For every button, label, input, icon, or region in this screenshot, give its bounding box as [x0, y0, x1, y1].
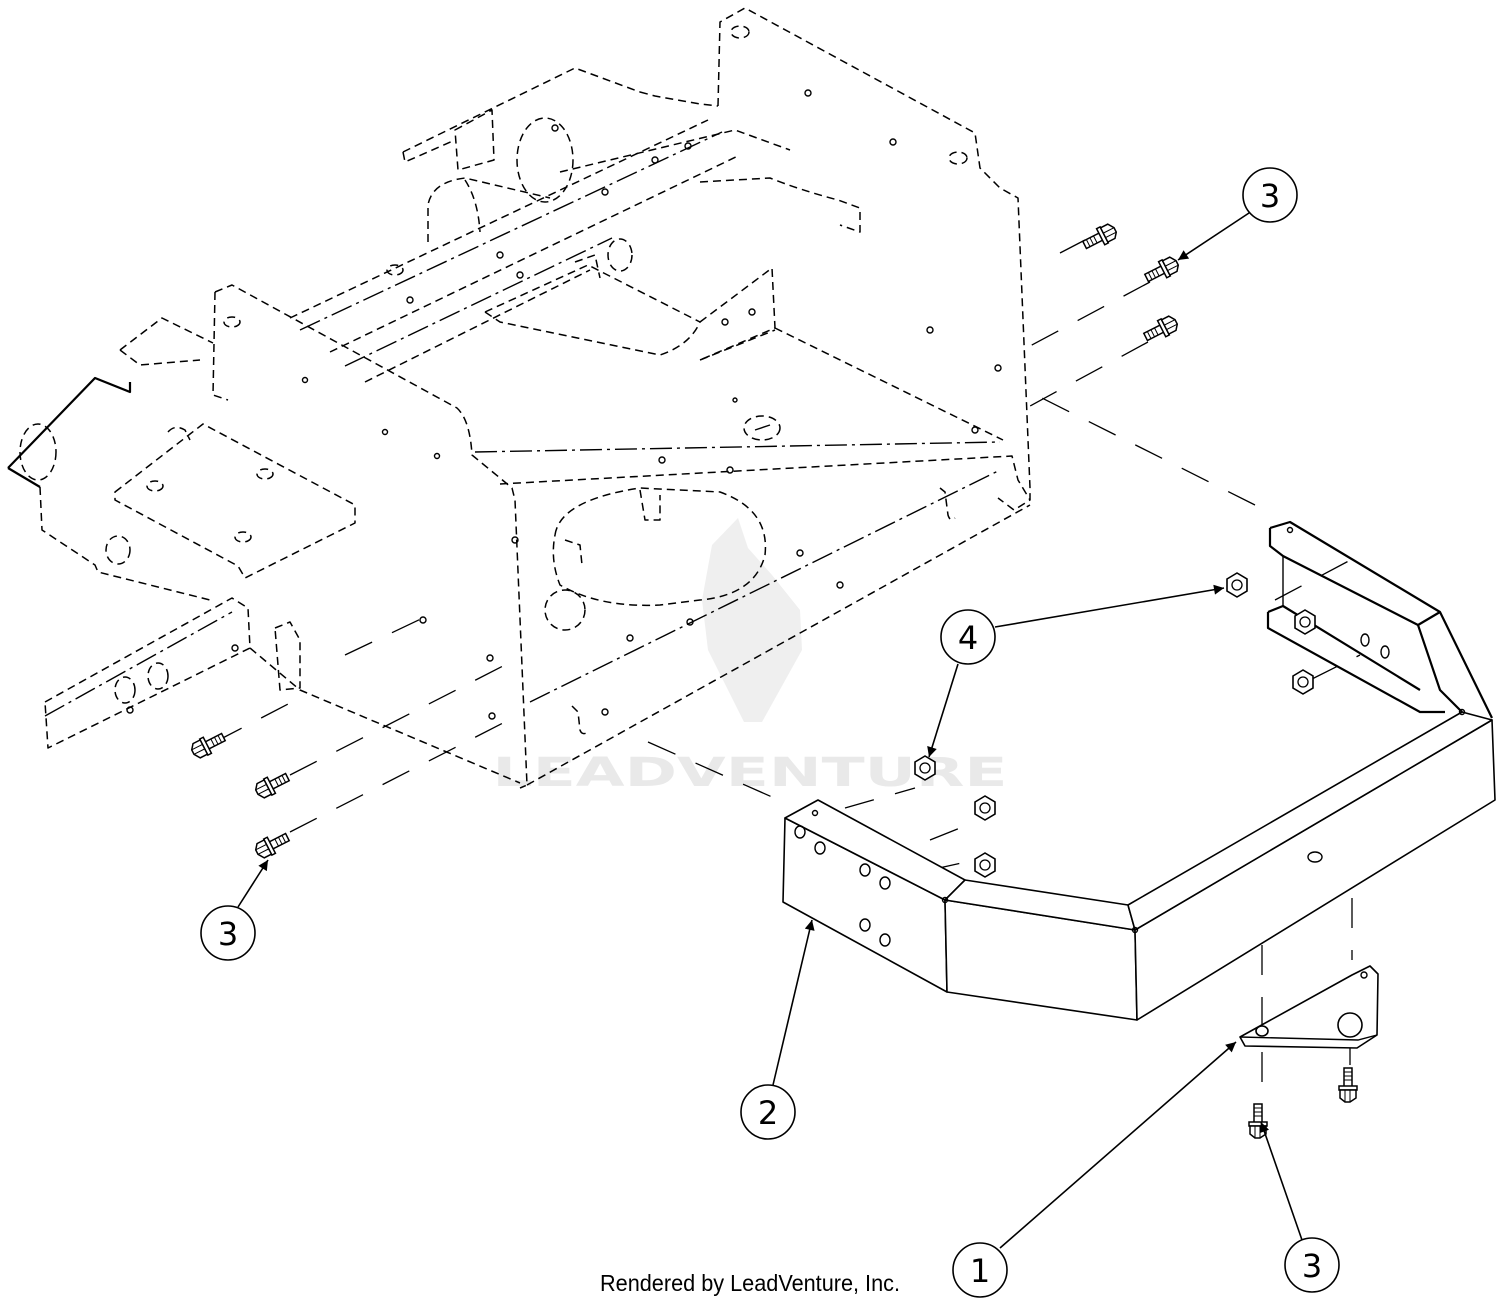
callout-leader [927, 663, 959, 758]
hex-nut [1226, 572, 1248, 598]
callout-3-left[interactable]: 3 [200, 859, 269, 961]
hex-nut [974, 852, 996, 878]
callout-number: 1 [970, 1252, 990, 1290]
hex-bolt [1338, 1067, 1358, 1103]
callout-number: 4 [958, 619, 978, 657]
footer-credit: Rendered by LeadVenture, Inc. [600, 1270, 900, 1296]
watermark-logo [702, 518, 802, 722]
hex-bolt [252, 768, 293, 802]
callout-circle[interactable] [740, 1084, 796, 1140]
hex-nut [1294, 609, 1316, 635]
assembly-lines [214, 239, 1361, 1098]
callout-3-bottom-right[interactable]: 3 [1259, 1121, 1340, 1293]
callout-circle[interactable] [1242, 167, 1298, 223]
hex-bolt [1079, 220, 1120, 254]
hex-nut [1292, 669, 1314, 695]
callout-leader [1177, 212, 1250, 261]
hex-bolt [252, 828, 293, 862]
callouts: 3 4 3 2 1 3 [200, 167, 1340, 1298]
frame [7, 7, 1031, 789]
mounting-bracket [1239, 965, 1379, 1049]
callout-circle[interactable] [940, 609, 996, 665]
callout-2[interactable]: 2 [740, 919, 815, 1140]
callout-leader [237, 859, 269, 908]
callout-number: 3 [1260, 177, 1280, 215]
callout-3-top-right[interactable]: 3 [1177, 167, 1298, 261]
callout-leader [772, 919, 815, 1086]
hex-nut [914, 755, 936, 781]
callout-4[interactable]: 4 [927, 584, 1225, 758]
callout-circle[interactable] [952, 1242, 1008, 1298]
hex-nut [974, 795, 996, 821]
hex-bolt [188, 728, 229, 762]
hex-bolt [1141, 253, 1182, 287]
callout-leader [999, 1041, 1237, 1249]
callout-leader [994, 584, 1225, 628]
callout-number: 3 [1302, 1247, 1322, 1285]
callout-leader [1259, 1121, 1303, 1241]
callout-circle[interactable] [1284, 1237, 1340, 1293]
callout-number: 3 [218, 915, 238, 953]
hex-bolt [1140, 312, 1181, 346]
bumper [782, 520, 1496, 1021]
callout-circle[interactable] [200, 905, 256, 961]
callout-number: 2 [758, 1094, 778, 1132]
callout-1[interactable]: 1 [952, 1041, 1237, 1298]
